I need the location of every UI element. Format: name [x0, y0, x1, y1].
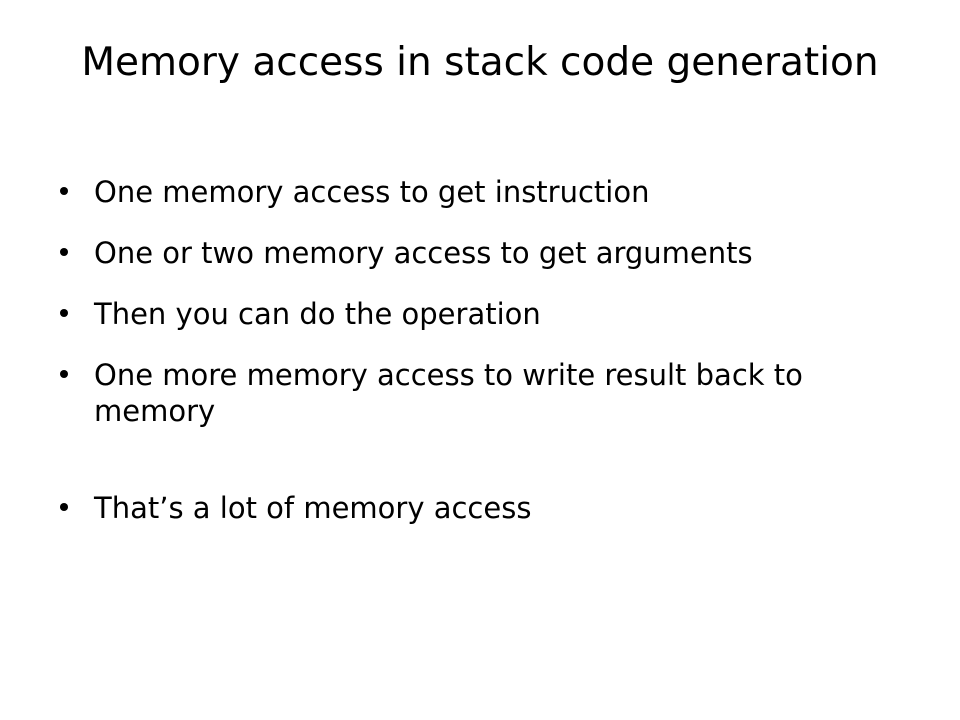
bullet-text: One more memory access to write result b…	[94, 358, 803, 428]
bullet-dot-icon	[60, 187, 68, 195]
bullet-item: One memory access to get instruction	[60, 174, 900, 210]
bullet-dot-icon	[60, 248, 68, 256]
bullet-item: That’s a lot of memory access	[60, 490, 900, 526]
bullet-list: One memory access to get instruction One…	[60, 174, 900, 551]
bullet-dot-icon	[60, 503, 68, 511]
slide-title: Memory access in stack code generation	[81, 40, 879, 85]
bullet-item: One more memory access to write result b…	[60, 357, 900, 429]
bullet-dot-icon	[60, 370, 68, 378]
bullet-item: Then you can do the operation	[60, 296, 900, 332]
bullet-dot-icon	[60, 309, 68, 317]
bullet-text: One or two memory access to get argument…	[94, 236, 753, 270]
bullet-text: Then you can do the operation	[94, 297, 541, 331]
bullet-text: That’s a lot of memory access	[94, 491, 532, 525]
bullet-text: One memory access to get instruction	[94, 175, 650, 209]
bullet-item: One or two memory access to get argument…	[60, 235, 900, 271]
